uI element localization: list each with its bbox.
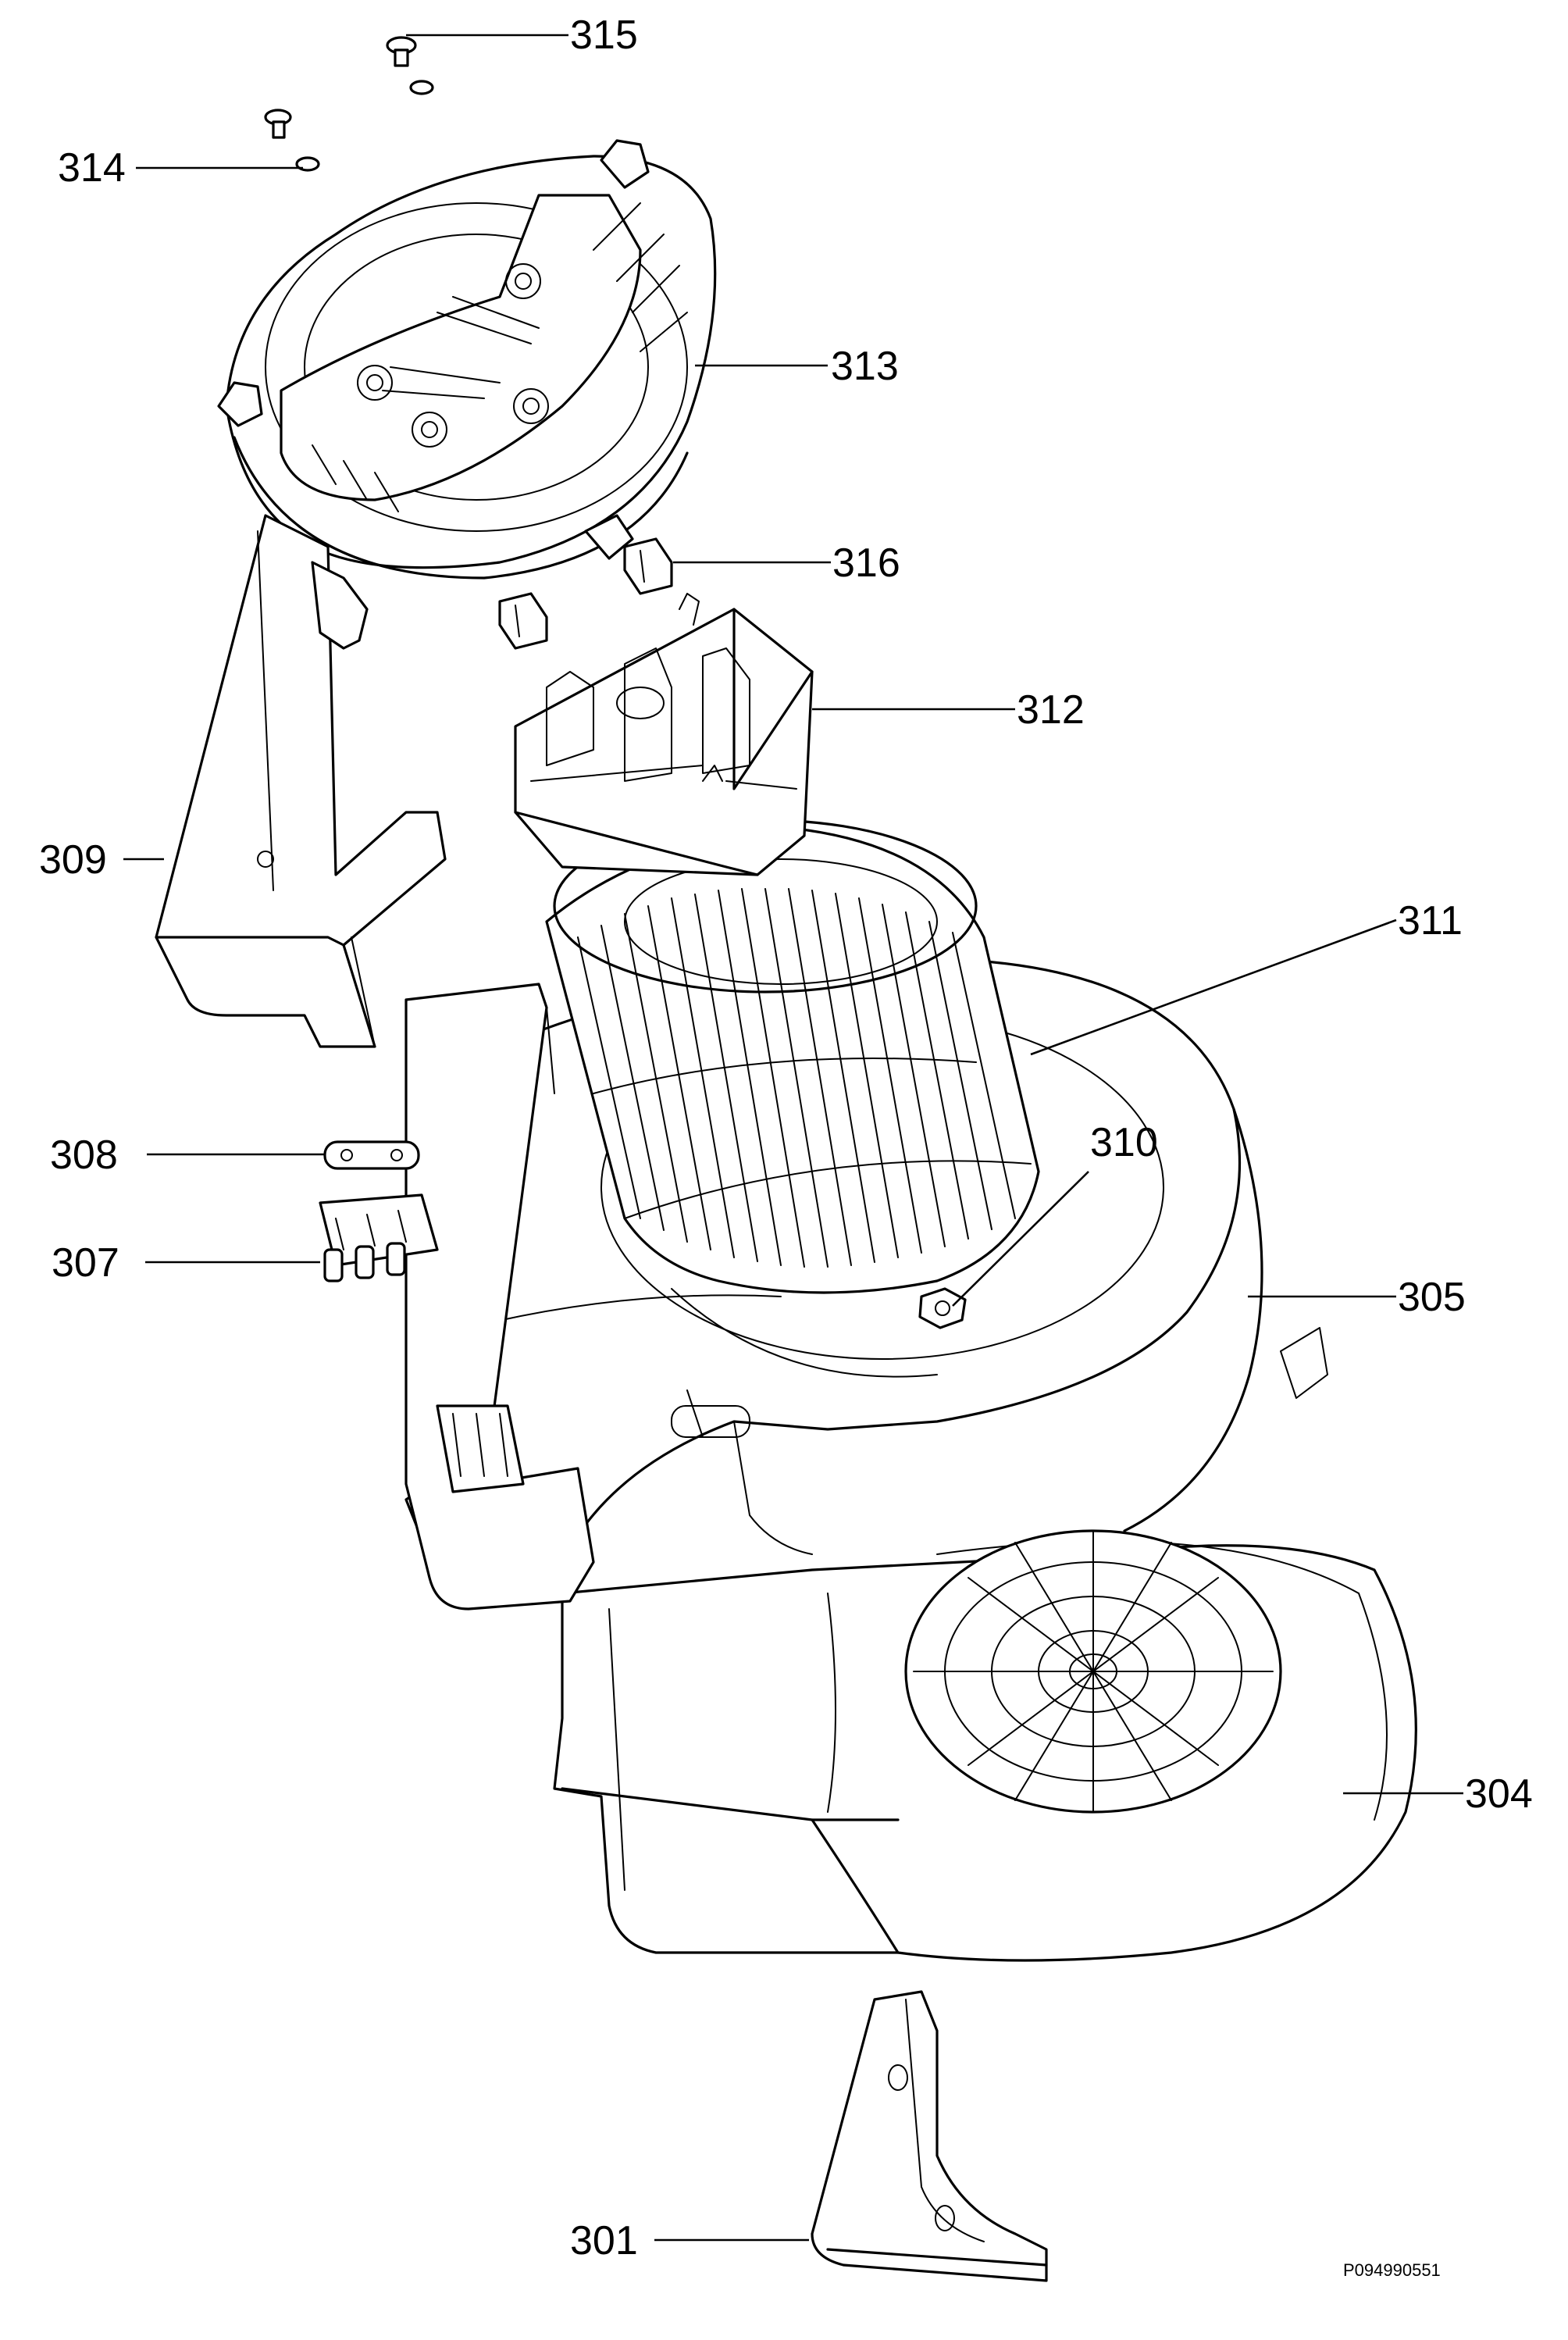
part-312-motor-block [514,593,814,876]
part-315-screw [386,36,434,95]
part-308-strap-plate [323,1140,420,1170]
part-309-bracket [155,514,447,1048]
callout-304: 304 [1465,1771,1533,1817]
callout-312: 312 [1017,687,1085,733]
leader-lines [123,34,1463,2242]
part-301-bottom-bracket [811,1990,1048,2282]
part-311-fan-wheel [545,819,1040,1329]
callout-314: 314 [58,145,126,191]
callout-315: 315 [570,12,638,58]
callout-309: 309 [39,837,107,883]
part-316-connector [498,537,673,650]
callout-311: 311 [1398,898,1463,943]
part-310-hub-nut [918,1287,967,1329]
part-313-mounting-plate [217,139,717,580]
callout-308: 308 [50,1133,118,1178]
fan-blades [577,888,1016,1268]
callout-307: 307 [52,1240,119,1286]
part-307-terminal-block [319,1193,439,1282]
callout-313: 313 [831,344,899,389]
callout-labels: 315 314 313 316 312 309 311 310 308 307 … [39,12,1533,2263]
callout-305: 305 [1398,1275,1466,1320]
callout-301: 301 [570,2218,638,2263]
callout-316: 316 [832,540,900,586]
callout-310: 310 [1090,1120,1158,1165]
intake-grille [904,1529,1282,1814]
reference-code: P094990551 [1343,2260,1441,2280]
part-314-screw [264,109,320,172]
